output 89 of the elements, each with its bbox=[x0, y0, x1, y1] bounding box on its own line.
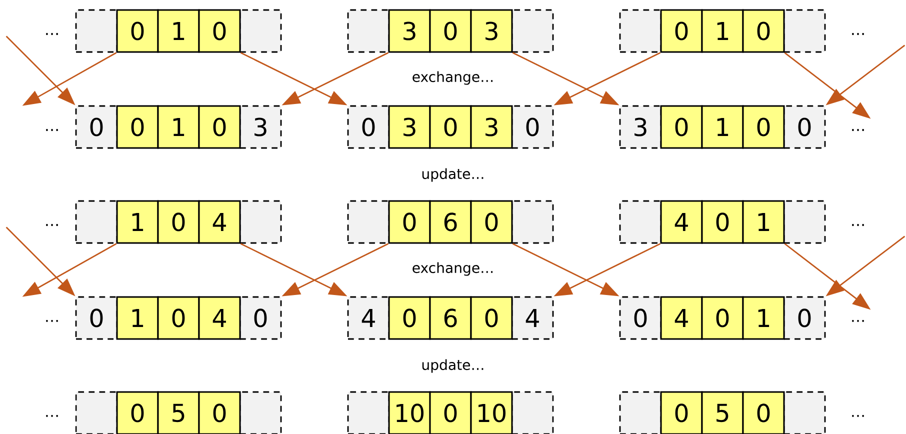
ghost-cell: 4 bbox=[347, 296, 390, 340]
ghost-cell bbox=[511, 200, 554, 244]
array-cell: 5 bbox=[701, 391, 744, 434]
ghost-cell bbox=[619, 9, 662, 53]
array-cell: 1 bbox=[742, 296, 785, 340]
array-cell: 10 bbox=[388, 391, 431, 434]
array-cell: 0 bbox=[198, 391, 241, 434]
array-cell: 4 bbox=[198, 200, 241, 244]
array-cell: 0 bbox=[470, 296, 513, 340]
array-cell: 0 bbox=[742, 391, 785, 434]
ghost-cell bbox=[239, 9, 282, 53]
ellipsis: … bbox=[852, 129, 864, 131]
ghost-cell bbox=[619, 200, 662, 244]
array-cell: 1 bbox=[701, 105, 744, 149]
array-cell: 0 bbox=[116, 391, 159, 434]
ellipsis: … bbox=[852, 415, 864, 417]
array-cell: 6 bbox=[429, 296, 472, 340]
array-cell: 0 bbox=[742, 105, 785, 149]
ghost-cell bbox=[783, 200, 826, 244]
ghost-cell bbox=[783, 391, 826, 434]
ghost-cell: 0 bbox=[511, 105, 554, 149]
array-cell: 0 bbox=[198, 105, 241, 149]
ghost-cell bbox=[511, 9, 554, 53]
array-cell: 0 bbox=[429, 391, 472, 434]
ellipsis: … bbox=[46, 415, 58, 417]
step-label: exchange… bbox=[412, 71, 493, 85]
array-cell: 1 bbox=[157, 9, 200, 53]
ghost-cell bbox=[239, 391, 282, 434]
ghost-cell bbox=[347, 391, 390, 434]
array-cell: 5 bbox=[157, 391, 200, 434]
ghost-cell bbox=[619, 391, 662, 434]
array-cell: 0 bbox=[701, 200, 744, 244]
ellipsis: … bbox=[46, 320, 58, 322]
ellipsis: … bbox=[852, 320, 864, 322]
array-cell: 0 bbox=[701, 296, 744, 340]
ghost-cell: 0 bbox=[239, 296, 282, 340]
array-cell: 0 bbox=[116, 9, 159, 53]
array-cell: 0 bbox=[660, 391, 703, 434]
array-cell: 1 bbox=[701, 9, 744, 53]
array-cell: 0 bbox=[742, 9, 785, 53]
ellipsis: … bbox=[46, 129, 58, 131]
ghost-cell bbox=[511, 391, 554, 434]
array-cell: 0 bbox=[429, 9, 472, 53]
array-cell: 0 bbox=[388, 200, 431, 244]
ghost-cell: 0 bbox=[75, 105, 118, 149]
ghost-cell: 0 bbox=[347, 105, 390, 149]
array-cell: 0 bbox=[660, 105, 703, 149]
array-cell: 0 bbox=[470, 200, 513, 244]
array-cell: 4 bbox=[198, 296, 241, 340]
array-cell: 1 bbox=[157, 105, 200, 149]
ghost-cell bbox=[347, 9, 390, 53]
array-cell: 0 bbox=[116, 105, 159, 149]
step-label: update… bbox=[422, 168, 484, 182]
ghost-cell bbox=[239, 200, 282, 244]
array-cell: 3 bbox=[470, 105, 513, 149]
ghost-cell: 3 bbox=[239, 105, 282, 149]
array-cell: 1 bbox=[116, 200, 159, 244]
ghost-cell: 0 bbox=[783, 296, 826, 340]
array-cell: 0 bbox=[429, 105, 472, 149]
array-cell: 0 bbox=[198, 9, 241, 53]
ghost-cell: 3 bbox=[619, 105, 662, 149]
array-cell: 0 bbox=[660, 9, 703, 53]
ghost-cell: 0 bbox=[619, 296, 662, 340]
array-cell: 0 bbox=[157, 296, 200, 340]
ellipsis: … bbox=[46, 33, 58, 35]
array-cell: 10 bbox=[470, 391, 513, 434]
array-cell: 0 bbox=[388, 296, 431, 340]
array-cell: 1 bbox=[116, 296, 159, 340]
ghost-cell bbox=[75, 200, 118, 244]
step-label: exchange… bbox=[412, 262, 493, 276]
array-cell: 3 bbox=[388, 9, 431, 53]
ellipsis: … bbox=[852, 33, 864, 35]
array-cell: 4 bbox=[660, 296, 703, 340]
array-cell: 3 bbox=[388, 105, 431, 149]
ghost-cell: 0 bbox=[75, 296, 118, 340]
array-cell: 3 bbox=[470, 9, 513, 53]
array-cell: 1 bbox=[742, 200, 785, 244]
ellipsis: … bbox=[46, 224, 58, 226]
array-cell: 0 bbox=[157, 200, 200, 244]
ghost-cell bbox=[75, 391, 118, 434]
ghost-cell: 4 bbox=[511, 296, 554, 340]
ghost-cell bbox=[783, 9, 826, 53]
step-label: update… bbox=[422, 359, 484, 373]
ghost-cell: 0 bbox=[783, 105, 826, 149]
ellipsis: … bbox=[852, 224, 864, 226]
ghost-cell bbox=[75, 9, 118, 53]
ghost-cell bbox=[347, 200, 390, 244]
array-cell: 6 bbox=[429, 200, 472, 244]
array-cell: 4 bbox=[660, 200, 703, 244]
